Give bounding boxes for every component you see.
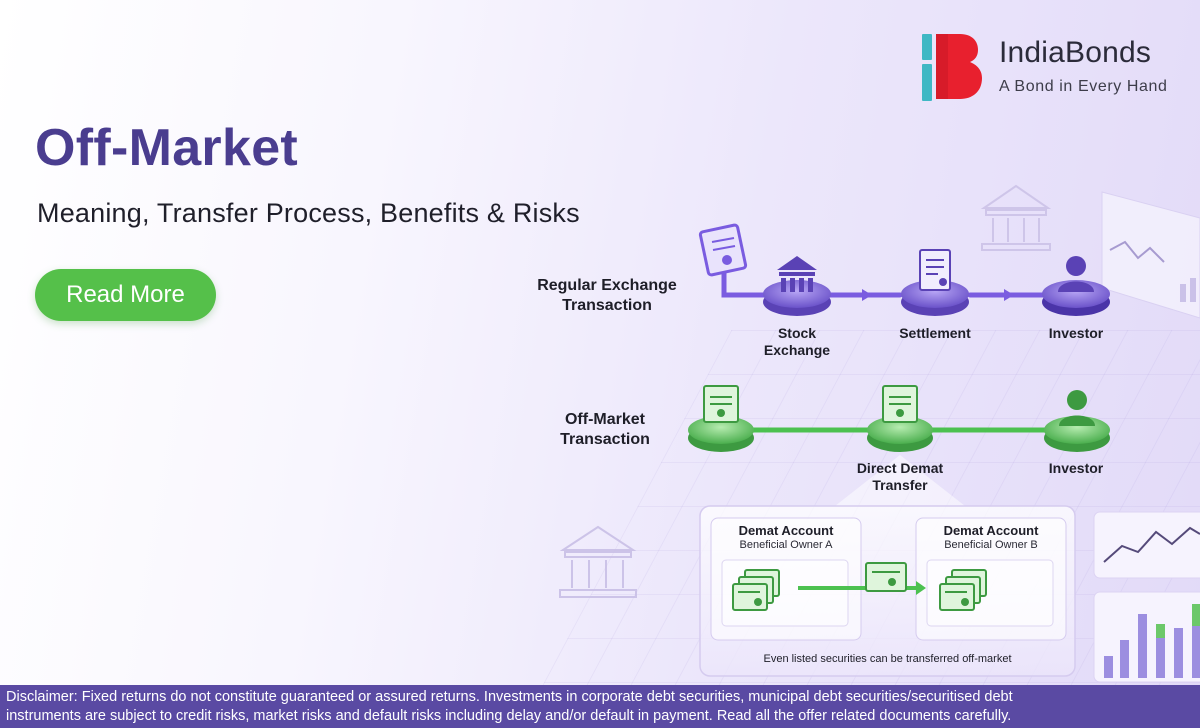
background-bank-icon: [980, 184, 1052, 251]
page-title: Off-Market: [35, 119, 299, 177]
regular-flow-line: [721, 265, 1048, 298]
brand-logo[interactable]: IndiaBonds A Bond in Every Hand: [920, 32, 1180, 104]
purple-certificate-icon: [698, 223, 748, 277]
disclaimer-line-2: instruments are subject to credit risks,…: [6, 708, 1012, 724]
brand-tagline: A Bond in Every Hand: [999, 78, 1168, 95]
stock-exchange-node: [763, 256, 831, 316]
floating-line-chart-card: [1101, 191, 1200, 319]
settlement-node: [901, 249, 969, 316]
read-more-button[interactable]: Read More: [35, 269, 216, 321]
page-subtitle: Meaning, Transfer Process, Benefits & Ri…: [37, 198, 580, 228]
disclaimer-line-1: Disclaimer: Fixed returns do not constit…: [6, 689, 1013, 705]
offmarket-note: Even listed securities can be transferre…: [763, 653, 1012, 665]
brand-name: IndiaBonds: [999, 36, 1152, 69]
investor-label-regular: Investor: [1048, 325, 1104, 341]
settlement-label: Settlement: [899, 325, 971, 341]
investor-node-regular: [1042, 256, 1110, 316]
indiabonds-logo-mark: [922, 34, 982, 101]
account-b-label: Demat Account Beneficial Owner B: [943, 523, 1039, 551]
regular-flow-arrows: [862, 289, 1014, 301]
isometric-grid-background: [540, 330, 1200, 690]
account-a-label: Demat Account Beneficial Owner A: [738, 523, 834, 551]
investor-label-offmarket: Investor: [1048, 460, 1104, 476]
disclaimer-bar: Disclaimer: Fixed returns do not constit…: [0, 685, 1200, 728]
